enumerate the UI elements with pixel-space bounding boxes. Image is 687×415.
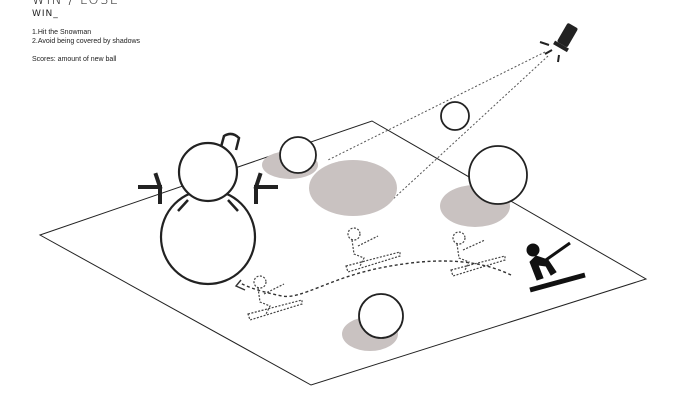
snowball-icon <box>469 146 527 204</box>
snowball-icon <box>441 102 469 130</box>
light-source-icon <box>540 22 580 62</box>
snowball-icon <box>280 137 316 173</box>
shadow <box>309 160 397 216</box>
snowball-icon <box>359 294 403 338</box>
